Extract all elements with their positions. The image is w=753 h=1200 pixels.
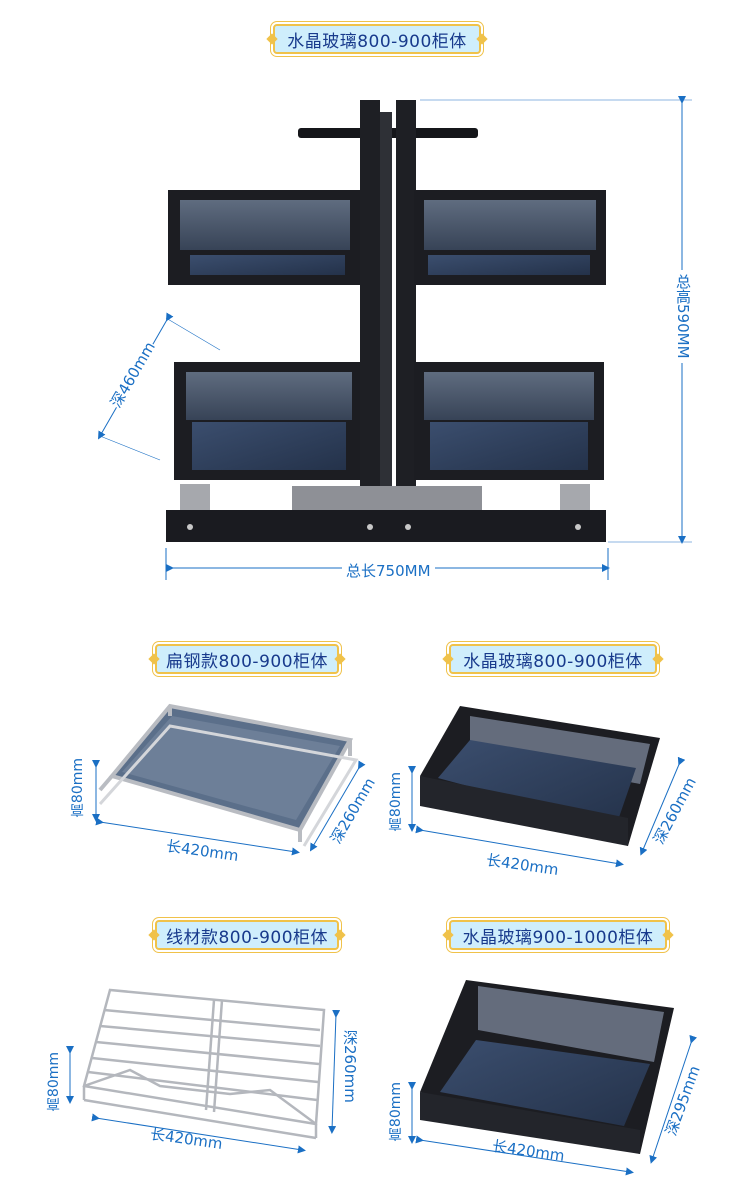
glass-tray-drawing	[420, 706, 660, 846]
panel1-title-badge: 扁钢款800-900柜体	[155, 644, 339, 674]
panel1-height-label: 高80mm	[70, 758, 86, 818]
panel3-depth-label: 深260mm	[341, 1030, 359, 1103]
panel3-title-badge: 线材款800-900柜体	[155, 920, 339, 950]
main-basket-drawing	[166, 100, 606, 542]
panel4-height-label: 高80mm	[388, 1082, 404, 1142]
main-height-label: 总高590MM	[673, 270, 694, 363]
panel2-title-badge: 水晶玻璃800-900柜体	[449, 644, 657, 674]
flat-steel-tray-drawing	[98, 703, 359, 847]
panel4-title-badge: 水晶玻璃900-1000柜体	[449, 920, 667, 950]
top-title-badge: 水晶玻璃800-900柜体	[273, 24, 481, 54]
panel2-height-label: 高80mm	[388, 772, 404, 832]
glass-tray-large-drawing	[420, 980, 674, 1154]
wire-tray-drawing	[82, 988, 326, 1140]
main-width-label: 总长750MM	[342, 560, 435, 581]
panel3-height-label: 高80mm	[46, 1052, 62, 1112]
